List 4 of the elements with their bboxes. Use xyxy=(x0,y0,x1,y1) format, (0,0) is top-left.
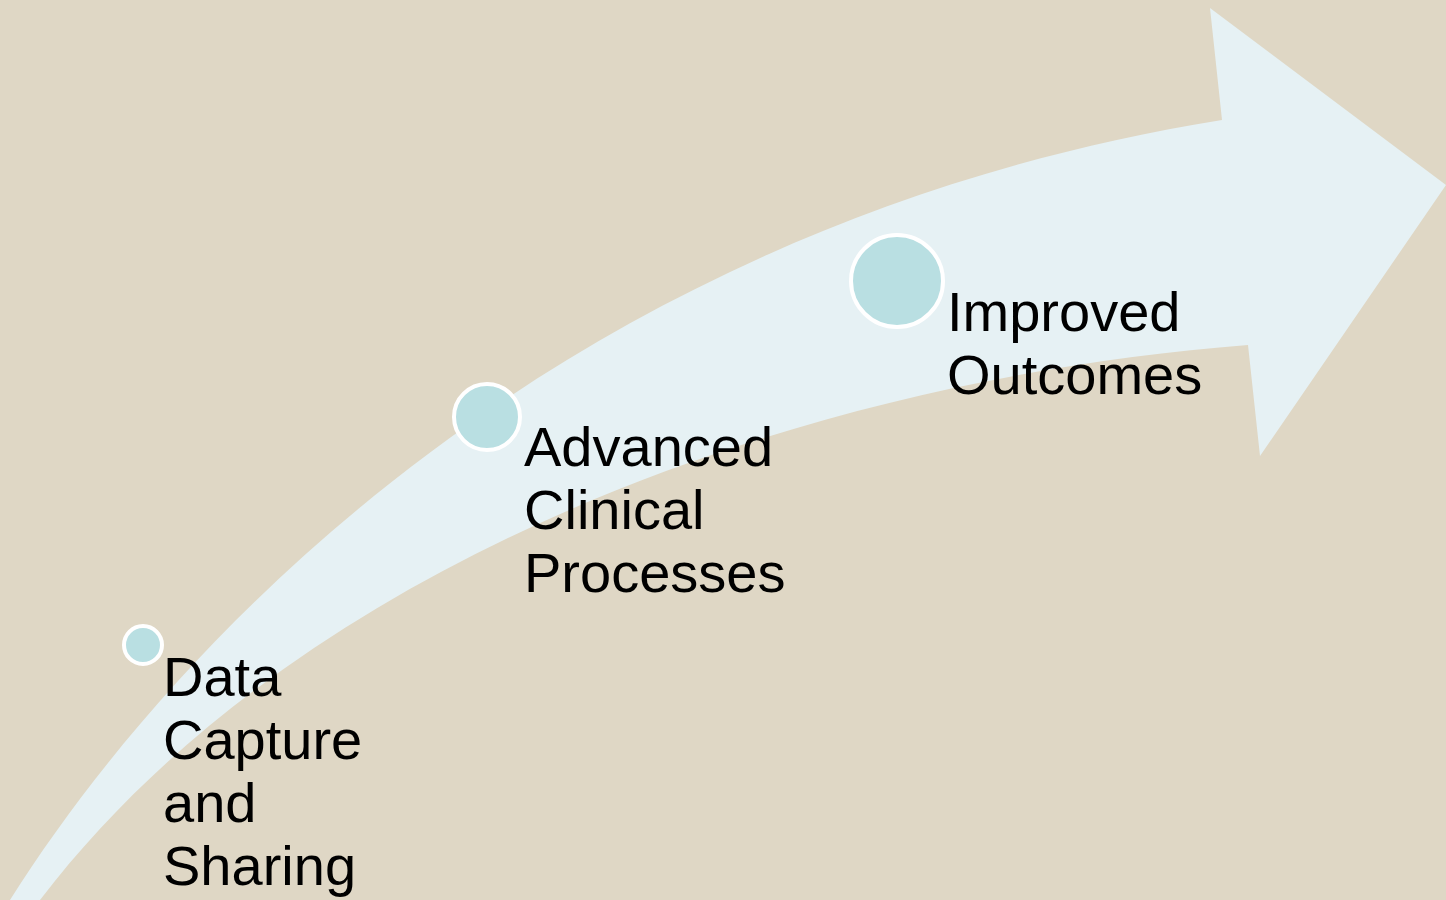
step-label: Data Capture and Sharing xyxy=(163,645,364,897)
step-label: Improved Outcomes xyxy=(947,280,1204,406)
step-circle xyxy=(122,624,164,666)
step-label: Advanced Clinical Processes xyxy=(524,415,787,604)
